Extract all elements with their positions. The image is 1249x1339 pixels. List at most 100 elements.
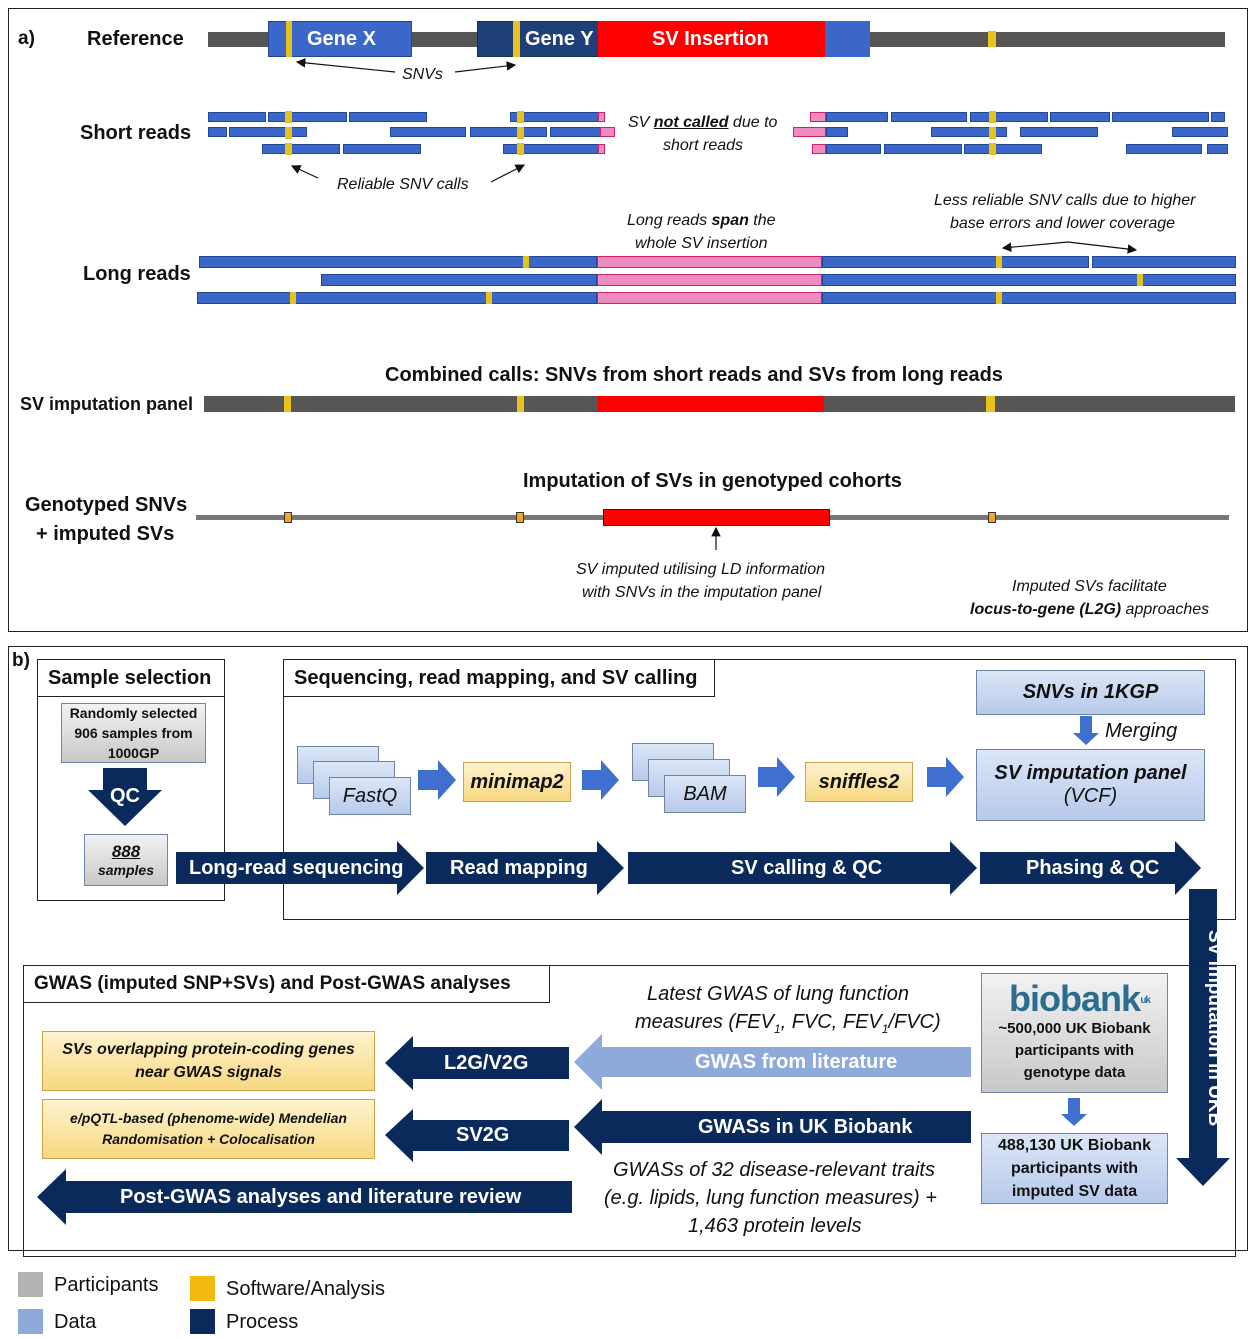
- traits-line2: (e.g. lipids, lung function measures) +: [604, 1187, 937, 1209]
- snv-marker: [1137, 274, 1143, 286]
- post-gwas-arrow: [37, 1169, 572, 1225]
- less-reliable-line2: base errors and lower coverage: [950, 215, 1176, 232]
- gene-y-label: Gene Y: [525, 28, 594, 50]
- sample-unit: samples: [97, 862, 155, 878]
- long-read: [822, 256, 1089, 268]
- span-suffix: the: [748, 212, 776, 229]
- short-read-sv-part: [598, 112, 605, 122]
- gwas-title: GWAS (imputed SNP+SVs) and Post-GWAS ana…: [23, 965, 550, 1003]
- short-read: [891, 112, 967, 122]
- arrow-down-icon: [1061, 1098, 1087, 1126]
- snv-marker: [513, 21, 520, 57]
- random-samples-text: Randomly selected 906 samples from 1000G…: [69, 705, 198, 761]
- gwas-ukb-label: GWASs in UK Biobank: [698, 1116, 913, 1138]
- short-read: [268, 112, 347, 122]
- sv-insertion: [598, 21, 825, 57]
- gwas-panel: [23, 965, 1236, 1257]
- legend-label-data: Data: [54, 1311, 97, 1333]
- process-step-2: Read mapping: [450, 857, 588, 879]
- snvs-1kgp-label: SNVs in 1KGP: [1022, 681, 1159, 703]
- row-label-genotyped-1: Genotyped SNVs: [25, 494, 188, 516]
- sample-count-box: 888 samples: [84, 834, 168, 886]
- latest-gwas-line1: Latest GWAS of lung function: [647, 983, 910, 1005]
- row-label-genotyped-2: + imputed SVs: [36, 523, 175, 545]
- random-samples-box: Randomly selected 906 samples from 1000G…: [61, 703, 206, 763]
- snv-marker: [996, 292, 1002, 304]
- l2g-v2g-arrow: [385, 1036, 569, 1090]
- snv-marker: [284, 396, 291, 412]
- short-read: [826, 144, 881, 154]
- long-read: [822, 292, 1236, 304]
- snv-marker: [286, 21, 292, 57]
- imputation-cohorts-title: Imputation of SVs in genotyped cohorts: [523, 470, 902, 492]
- sv-imputation-ukb-arrow: [1176, 889, 1230, 1186]
- long-read: [199, 256, 597, 268]
- snv-marker: [517, 111, 524, 123]
- legend-swatch-data: [18, 1309, 43, 1334]
- mr-text: e/pQTL-based (phenome-wide) Mendelian Ra…: [70, 1110, 347, 1147]
- gwas-literature-arrow: [574, 1034, 971, 1090]
- sv2g-arrow: [385, 1109, 569, 1162]
- long-read: [197, 292, 597, 304]
- snvs-annotation: SNVs: [402, 66, 443, 83]
- long-read: [321, 274, 597, 286]
- short-read: [884, 144, 962, 154]
- mr-box: e/pQTL-based (phenome-wide) Mendelian Ra…: [42, 1099, 375, 1159]
- phasing-arrow: [980, 841, 1201, 895]
- long-read: [822, 274, 1236, 286]
- arrow-right-icon: [418, 760, 456, 800]
- short-read: [390, 127, 466, 137]
- imputation-panel-vcf-box: SV imputation panel (VCF): [976, 749, 1205, 821]
- legend-label-participants: Participants: [54, 1274, 159, 1296]
- panel-b-label: b): [12, 650, 30, 671]
- sequencing-title: Sequencing, read mapping, and SV calling: [283, 659, 715, 697]
- short-read: [1020, 127, 1098, 137]
- short-read-sv-part: [793, 127, 826, 137]
- merging-label: Merging: [1105, 720, 1178, 742]
- snv-marker: [517, 127, 524, 139]
- snv-marker: [517, 143, 524, 155]
- less-arrow-right: [1067, 241, 1138, 254]
- short-read-sv-part: [810, 112, 826, 122]
- sample-selection-title: Sample selection: [37, 659, 225, 697]
- imputed-sv: [603, 509, 830, 526]
- gene-y: [477, 21, 599, 57]
- l2g-annotation-2: locus-to-gene (L2G) approaches: [970, 598, 1209, 621]
- panel-sv: [598, 396, 824, 412]
- short-read: [826, 127, 848, 137]
- short-read: [964, 144, 1042, 154]
- legend-swatch-participants: [18, 1272, 43, 1297]
- combined-calls-title: Combined calls: SNVs from short reads an…: [385, 364, 1003, 386]
- sv-calling-arrow: [628, 841, 977, 895]
- short-read: [208, 127, 227, 137]
- short-read: [470, 127, 547, 137]
- bam-label: BAM: [683, 782, 727, 805]
- snv-marker: [988, 31, 996, 47]
- sv2g-label: SV2G: [456, 1124, 510, 1146]
- not-called-text: not called: [653, 114, 729, 131]
- genotyped-snv: [284, 512, 292, 523]
- short-read: [826, 112, 888, 122]
- snv-marker: [989, 143, 996, 155]
- minimap2-label: minimap2: [470, 770, 564, 793]
- biobank-text: ~500,000 UK Biobank participants with ge…: [998, 1020, 1151, 1081]
- latest-gwas-line2: measures (FEV1, FVC, FEV1/FVC): [635, 1011, 941, 1036]
- arrow-right-icon: [758, 757, 795, 797]
- short-read: [1050, 112, 1110, 122]
- l2g-annotation-1: Imputed SVs facilitate: [1012, 578, 1167, 595]
- fastq-label: FastQ: [342, 784, 398, 807]
- row-label-imputation-panel: SV imputation panel: [20, 394, 194, 414]
- process-step-4: Phasing & QC: [1026, 857, 1160, 879]
- process-step-3: SV calling & QC: [731, 857, 883, 879]
- panel-a: [8, 8, 1248, 632]
- reliable-arrow-right: [490, 164, 526, 183]
- sequencing-panel: [283, 659, 1236, 920]
- short-read: [1126, 144, 1202, 154]
- legend-swatch-process: [190, 1309, 215, 1334]
- imputed-participants-box: 488,130 UK Biobank participants with imp…: [981, 1133, 1168, 1204]
- short-read-sv-part: [600, 127, 615, 137]
- snv-marker: [989, 111, 996, 123]
